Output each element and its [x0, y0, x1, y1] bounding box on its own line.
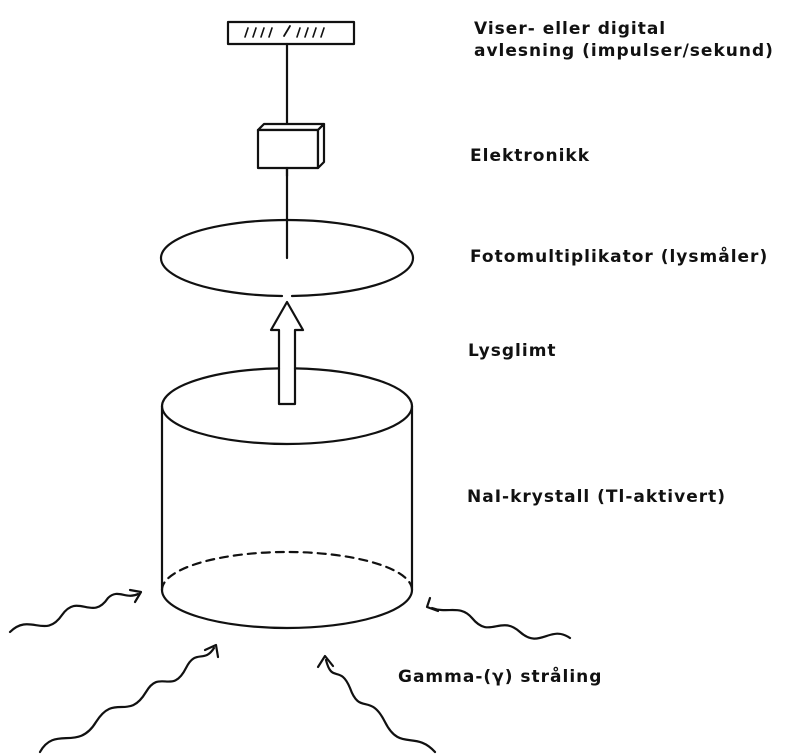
light-flash-label: Lysglimt	[468, 341, 557, 361]
electronics-box-icon	[256, 122, 326, 178]
electronics-label: Elektronikk	[470, 146, 591, 166]
photomultiplier-disc-icon	[159, 218, 415, 298]
readout-meter-icon	[226, 20, 356, 46]
light-flash-arrow-icon	[269, 300, 305, 406]
photomultiplier-label: Fotomultiplikator (lysmåler)	[470, 247, 769, 267]
crystal-label: NaI-krystall (Tl-aktivert)	[467, 487, 727, 507]
gamma-ray-wave-icons	[8, 588, 572, 754]
nai-crystal-cylinder-icon	[160, 367, 414, 630]
readout-label-line1: Viser- eller digital	[474, 19, 667, 39]
readout-label-line2: avlesning (impulser/sekund)	[474, 41, 774, 61]
gamma-radiation-label: Gamma-(γ) stråling	[398, 667, 603, 687]
